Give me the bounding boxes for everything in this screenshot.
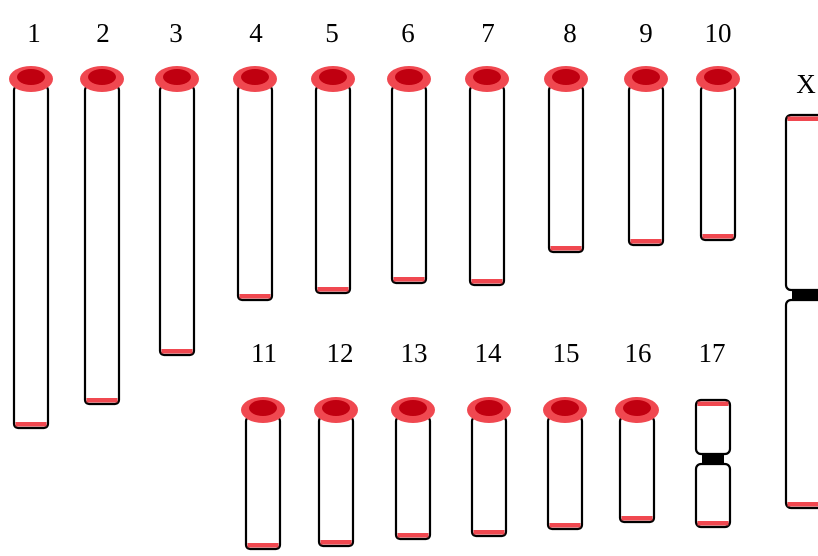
chromosome-9 (624, 66, 668, 245)
chromosome-14-body (472, 417, 506, 536)
chromosome-8-cap-inner (552, 69, 580, 85)
chromosome-label-7: 7 (481, 18, 495, 48)
chromosome-label-13: 13 (401, 338, 428, 368)
chromosome-label-14: 14 (475, 338, 503, 368)
chromosome-11 (241, 397, 285, 549)
chromosome-17-lower-arm (696, 464, 730, 527)
chromosome-7-body (470, 86, 504, 285)
chromosome-16-cap-inner (623, 400, 651, 416)
chromosome-14-bottom-telomere (474, 530, 505, 535)
chromosome-label-12: 12 (327, 338, 354, 368)
chromosome-16-body (620, 417, 654, 522)
chromosome-13-bottom-telomere (398, 533, 429, 538)
chromosome-1-body (14, 86, 48, 428)
chromosome-3-body (160, 86, 194, 355)
chromosome-label-11: 11 (251, 338, 277, 368)
chromosome-17-centromere (702, 453, 724, 465)
chromosome-10 (696, 66, 740, 240)
chromosome-8-bottom-telomere (551, 246, 582, 251)
chromosome-11-body (246, 417, 280, 549)
chromosome-9-bottom-telomere (631, 239, 662, 244)
chromosome-6 (387, 66, 431, 283)
chromosome-4-bottom-telomere (240, 294, 271, 299)
chromosome-10-cap-inner (704, 69, 732, 85)
chromosome-1 (9, 66, 53, 428)
chromosome-label-16: 16 (625, 338, 652, 368)
chromosome-17 (696, 400, 730, 527)
chromosome-label-4: 4 (249, 18, 263, 48)
chromosome-15-body (548, 417, 582, 529)
chromosome-5-cap-inner (319, 69, 347, 85)
chromosome-x-centromere (792, 289, 818, 301)
chromosome-17-top-telomere (698, 402, 729, 407)
chromosome-label-x: X (796, 69, 816, 99)
chromosome-12-body (319, 417, 353, 546)
chromosome-label-9: 9 (639, 18, 653, 48)
chromosome-label-10: 10 (705, 18, 732, 48)
chromosome-11-bottom-telomere (248, 543, 279, 548)
chromosome-13-cap-inner (399, 400, 427, 416)
chromosome-16 (615, 397, 659, 522)
chromosome-label-2: 2 (96, 18, 110, 48)
chromosome-17-upper-arm (696, 400, 730, 454)
chromosome-2 (80, 66, 124, 404)
chromosome-x (786, 115, 818, 508)
chromosome-label-8: 8 (563, 18, 577, 48)
chromosome-label-5: 5 (325, 18, 339, 48)
chromosome-label-6: 6 (401, 18, 415, 48)
chromosome-5 (311, 66, 355, 293)
chromosome-15-cap-inner (551, 400, 579, 416)
chromosome-label-1: 1 (27, 18, 41, 48)
chromosome-6-bottom-telomere (394, 277, 425, 282)
chromosome-label-17: 17 (699, 338, 726, 368)
chromosome-label-3: 3 (169, 18, 183, 48)
chromosome-14 (467, 397, 511, 536)
chromosome-9-cap-inner (632, 69, 660, 85)
chromosome-label-15: 15 (553, 338, 580, 368)
chromosome-10-bottom-telomere (703, 234, 734, 239)
chromosome-12-cap-inner (322, 400, 350, 416)
chromosome-2-body (85, 86, 119, 404)
chromosome-9-body (629, 86, 663, 245)
chromosome-x-top-telomere (788, 117, 818, 122)
chromosome-15 (543, 397, 587, 529)
chromosome-8 (544, 66, 588, 252)
chromosome-4-body (238, 86, 272, 300)
chromosome-2-cap-inner (88, 69, 116, 85)
chromosome-13-body (396, 417, 430, 539)
chromosome-5-body (316, 86, 350, 293)
chromosome-4 (233, 66, 277, 300)
chromosome-5-bottom-telomere (318, 287, 349, 292)
chromosome-12 (314, 397, 358, 546)
chromosome-16-bottom-telomere (622, 516, 653, 521)
chromosome-3-cap-inner (163, 69, 191, 85)
chromosome-x-lower-arm (786, 300, 818, 508)
chromosome-1-cap-inner (17, 69, 45, 85)
chromosome-14-cap-inner (475, 400, 503, 416)
chromosome-17-bottom-telomere (698, 521, 729, 526)
chromosome-1-bottom-telomere (16, 422, 47, 427)
chromosome-11-cap-inner (249, 400, 277, 416)
chromosome-6-cap-inner (395, 69, 423, 85)
chromosome-7-cap-inner (473, 69, 501, 85)
chromosome-15-bottom-telomere (550, 523, 581, 528)
chromosome-3-bottom-telomere (162, 349, 193, 354)
chromosome-2-bottom-telomere (87, 398, 118, 403)
chromosome-7 (465, 66, 509, 285)
chromosome-6-body (392, 86, 426, 283)
chromosome-7-bottom-telomere (472, 279, 503, 284)
chromosome-x-upper-arm (786, 115, 818, 290)
chromosome-10-body (701, 86, 735, 240)
chromosome-4-cap-inner (241, 69, 269, 85)
chromosome-x-bottom-telomere (788, 502, 818, 507)
chromosome-3 (155, 66, 199, 355)
chromosome-8-body (549, 86, 583, 252)
chromosome-13 (391, 397, 435, 539)
chromosomes-group (9, 66, 818, 549)
chromosome-12-bottom-telomere (321, 540, 352, 545)
